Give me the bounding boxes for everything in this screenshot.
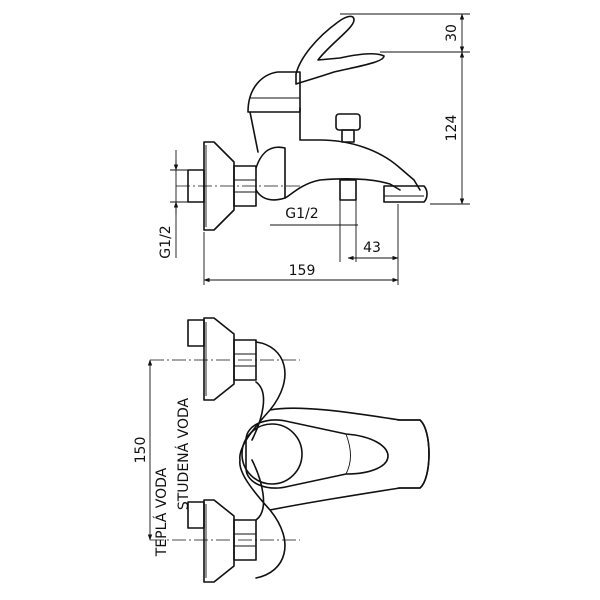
lower-wall-flange: [203, 499, 235, 583]
mixer-body-top: [239, 341, 430, 579]
spout-outlet: [383, 185, 428, 203]
bottom-outlet-stub: [339, 179, 357, 201]
outlet-offset-dimension: 43: [363, 240, 381, 256]
total-depth-dimension: 159: [289, 263, 316, 279]
cold-water-label: STUDENÁ VODA: [175, 397, 192, 510]
total-height-dimension: 124: [444, 115, 460, 142]
inlet-spacing-dimension: 150: [133, 437, 149, 464]
upper-inlet-stub: [187, 319, 205, 347]
diverter-stem: [341, 129, 355, 143]
wall-flange: [203, 141, 235, 231]
top-view: 150 STUDENÁ VODA TEPLÁ VODA: [133, 317, 430, 583]
outlet-thread-label: G1/2: [285, 206, 318, 222]
side-view: 30 124 G1/2 G1/2 43 159: [158, 13, 470, 285]
lower-inlet-stub: [187, 501, 205, 529]
hot-water-label: TEPLÁ VODA: [153, 467, 170, 557]
lever-handle: [295, 15, 385, 85]
cartridge-dome: [247, 71, 301, 113]
lever-height-dimension: 30: [444, 24, 460, 42]
lever-top: [245, 419, 389, 489]
mixer-body-main: [249, 107, 421, 199]
diverter-knob: [335, 113, 361, 131]
mixer-body: [255, 146, 286, 201]
inlet-thread-side-label: G1/2: [158, 225, 174, 258]
cartridge-dome-top: [241, 423, 303, 485]
spout-top: [397, 419, 430, 489]
upper-wall-flange: [203, 317, 235, 401]
